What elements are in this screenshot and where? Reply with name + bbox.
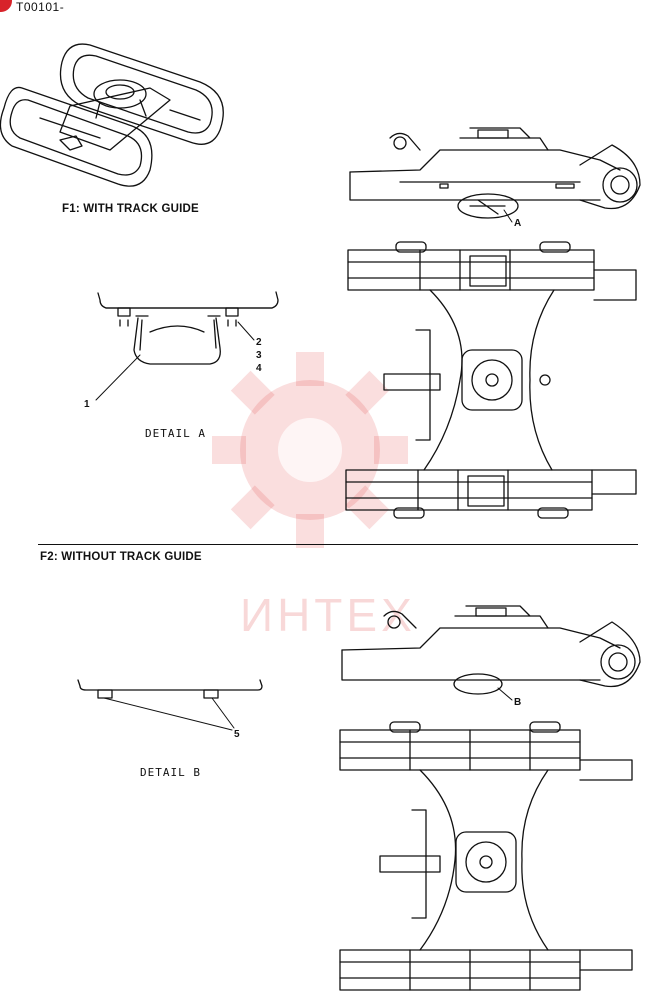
f2-side-view bbox=[341, 605, 641, 701]
drawing-code: T00101- bbox=[16, 0, 65, 14]
f1-side-view bbox=[349, 127, 641, 223]
watermark-text: ИНТЕХ bbox=[240, 589, 416, 641]
callout-ref-b: B bbox=[514, 697, 522, 708]
f2-title: F2: WITHOUT TRACK GUIDE bbox=[40, 551, 202, 563]
detail-a-label: DETAIL A bbox=[145, 427, 206, 440]
callout-2: 2 bbox=[256, 337, 262, 348]
f1-title: F1: WITH TRACK GUIDE bbox=[62, 203, 199, 215]
undercarriage-iso-illustration bbox=[0, 43, 224, 187]
callout-1: 1 bbox=[84, 399, 90, 410]
callout-3: 3 bbox=[256, 350, 262, 361]
f1-top-view bbox=[345, 241, 637, 519]
detail-b-label: DETAIL B bbox=[140, 766, 201, 779]
callout-ref-a: A bbox=[514, 218, 522, 229]
callout-5: 5 bbox=[234, 729, 240, 740]
callout-4: 4 bbox=[256, 363, 262, 374]
section-divider bbox=[38, 544, 638, 545]
f2-top-view bbox=[339, 721, 633, 991]
detail-a-drawing bbox=[95, 291, 279, 401]
detail-b-drawing bbox=[77, 679, 263, 731]
